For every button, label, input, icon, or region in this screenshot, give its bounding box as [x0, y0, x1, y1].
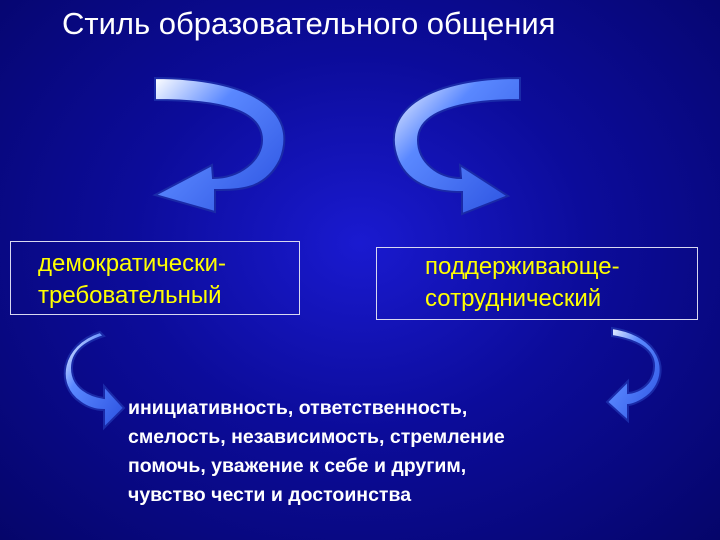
slide-title: Стиль образовательного общения	[62, 6, 556, 41]
style-label-line: требовательный	[38, 282, 222, 309]
curved-arrow-right-down-icon	[392, 76, 521, 216]
qualities-line: инициативность, ответственность,	[128, 397, 468, 419]
qualities-line: помочь, уважение к себе и другим,	[128, 455, 467, 477]
qualities-text: инициативность, ответственность, смелост…	[128, 394, 505, 510]
qualities-line: чувство чести и достоинства	[128, 484, 412, 506]
style-box-supportive: поддерживающе- сотруднический	[376, 247, 698, 320]
curved-arrow-into-text-left-icon	[63, 330, 126, 431]
style-label-line: демократически-	[38, 250, 227, 277]
style-label-line: сотруднический	[425, 285, 602, 312]
style-box-democratic: демократически- требовательный	[10, 241, 300, 315]
curved-arrow-left-down-icon	[152, 76, 286, 214]
curved-arrow-into-text-right-icon	[605, 326, 662, 424]
style-label-line: поддерживающе-	[425, 253, 620, 280]
qualities-line: смелость, независимость, стремление	[128, 426, 505, 448]
